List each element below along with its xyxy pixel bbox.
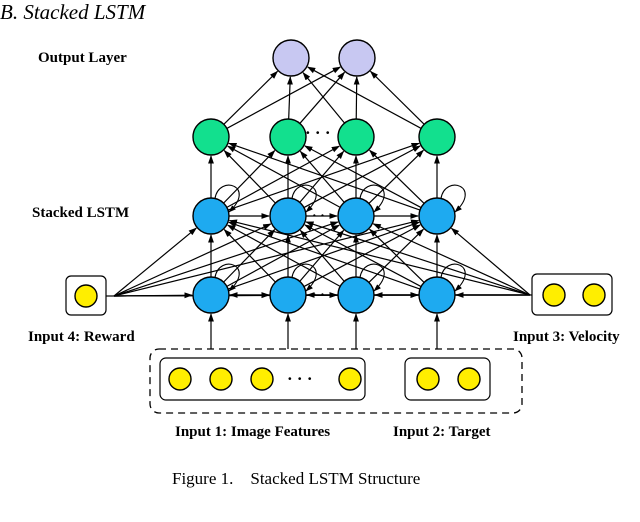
lstm-to-hidden-edge	[299, 150, 345, 203]
lstm-to-hidden-edge	[304, 145, 422, 209]
hidden-to-output-edge	[223, 70, 279, 125]
hidden-node	[418, 118, 456, 156]
nodes	[74, 39, 606, 391]
lstm-to-lstm-edge	[299, 229, 345, 282]
velocity-node	[582, 283, 606, 307]
lstm-node	[269, 197, 307, 235]
velocity-label: Input 3: Velocity	[513, 329, 620, 345]
lstm-node	[337, 276, 375, 314]
velocity-to-lstm-edge	[305, 221, 531, 296]
lstm-to-hidden-edge	[369, 149, 425, 204]
hidden-to-output-edge	[353, 76, 360, 120]
stacked-lstm-label: Stacked LSTM	[32, 205, 129, 221]
output-node	[272, 39, 310, 77]
image-feature-node	[250, 367, 274, 391]
lstm-to-lstm-edge	[304, 224, 422, 288]
reward-label: Input 4: Reward	[28, 329, 135, 345]
recurrent-loop	[291, 184, 317, 213]
hidden-node	[192, 118, 230, 156]
lstm-node	[192, 197, 230, 235]
reward-to-lstm-edge	[113, 227, 197, 297]
lstm-node	[337, 197, 375, 235]
hidden-to-output-edge	[369, 70, 425, 125]
lstm-node	[269, 276, 307, 314]
lstm-to-lstm-edge	[369, 228, 425, 283]
image-feature-node	[209, 367, 233, 391]
lstm-lower-ellipsis: · · ·	[312, 288, 333, 303]
target-node	[416, 367, 440, 391]
recurrent-loop	[214, 263, 240, 292]
lstm-to-lstm-edge	[228, 221, 421, 290]
output-node	[338, 39, 376, 77]
reward-to-lstm-edge	[113, 223, 272, 297]
output-layer-label: Output Layer	[38, 50, 127, 66]
recurrent-loop	[359, 263, 385, 292]
inputs-dashed-group	[149, 348, 523, 414]
reward-to-lstm-edge	[113, 221, 339, 297]
lstm-to-hidden-edge	[226, 145, 341, 208]
hidden-to-output-edge	[306, 66, 422, 129]
lstm-to-hidden-edge	[228, 142, 421, 211]
lstm-upper-ellipsis: · · ·	[312, 209, 333, 224]
target-label: Input 2: Target	[393, 424, 491, 440]
hidden-to-output-edge	[302, 72, 346, 124]
image-features-label: Input 1: Image Features	[175, 424, 330, 440]
recurrent-loop	[440, 263, 466, 292]
recurrent-loop	[440, 184, 466, 213]
reward-to-lstm-edge	[113, 219, 420, 297]
reward-node	[74, 284, 98, 308]
target-node	[457, 367, 481, 391]
lstm-node	[192, 276, 230, 314]
lstm-to-hidden-edge	[223, 150, 276, 204]
velocity-to-lstm-edge	[228, 219, 531, 296]
recurrent-loop	[214, 184, 240, 213]
velocity-to-lstm-edge	[372, 223, 531, 296]
image-features-ellipsis: · · ·	[287, 369, 313, 388]
hidden-node	[269, 118, 307, 156]
hidden-to-output-edge	[287, 76, 293, 120]
hidden-node	[337, 118, 375, 156]
velocity-to-lstm-edge	[450, 227, 531, 296]
hidden-to-output-edge	[226, 66, 342, 129]
figure-caption: Figure 1. Stacked LSTM Structure	[172, 469, 420, 488]
image-feature-node	[338, 367, 362, 391]
hidden-layer-ellipsis: · · ·	[305, 123, 331, 142]
recurrent-loop	[359, 184, 385, 213]
hidden-to-output-edge	[299, 71, 346, 124]
velocity-node	[542, 283, 566, 307]
section-heading: B. Stacked LSTM	[0, 0, 147, 24]
lstm-node	[418, 197, 456, 235]
recurrent-loop	[291, 263, 317, 292]
recurrent-loops	[214, 184, 466, 292]
lstm-node	[418, 276, 456, 314]
lstm-to-lstm-edge	[223, 229, 276, 283]
image-feature-node	[168, 367, 192, 391]
